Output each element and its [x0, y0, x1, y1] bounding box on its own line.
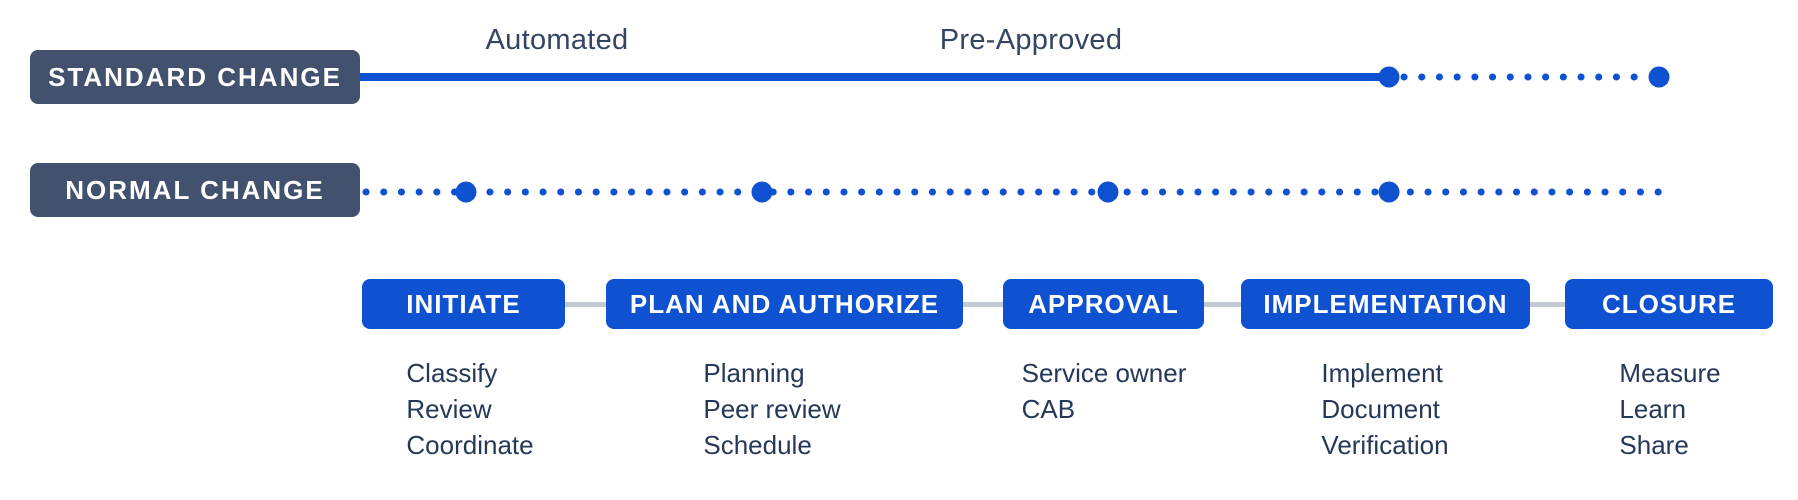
- stage-chip-approval: APPROVAL: [1003, 279, 1204, 329]
- stage-activities-plan-and-authorize: Planning Peer review Schedule: [602, 355, 942, 463]
- stage-activity: Share: [1619, 430, 1689, 460]
- stage-activity: Coordinate: [406, 430, 534, 460]
- standard-change-badge: STANDARD CHANGE: [30, 50, 360, 104]
- stage-activities-initiate: Classify Review Coordinate: [300, 355, 640, 463]
- milestone-dot: [455, 181, 477, 203]
- stage-activities-closure: Measure Learn Share: [1500, 355, 1798, 463]
- stage-chip-implementation: IMPLEMENTATION: [1241, 279, 1530, 329]
- stage-activity: Document: [1321, 394, 1440, 424]
- milestone-dot: [1378, 66, 1400, 88]
- normal-change-badge: NORMAL CHANGE: [30, 163, 360, 217]
- automated-label: Automated: [485, 24, 629, 56]
- standard-change-badge-label: STANDARD CHANGE: [48, 61, 342, 92]
- stage-activity: Schedule: [703, 430, 812, 460]
- stage-activities-approval: Service owner CAB: [934, 355, 1274, 427]
- stage-activity: Implement: [1321, 358, 1443, 388]
- pre-approved-label: Pre-Approved: [939, 24, 1123, 56]
- normal-change-track: [362, 181, 1668, 203]
- milestone-dot: [1097, 181, 1119, 203]
- stage-chip-closure: CLOSURE: [1565, 279, 1773, 329]
- stage-chip-plan-and-authorize: PLAN AND AUTHORIZE: [606, 279, 963, 329]
- stage-activity: Peer review: [703, 394, 841, 424]
- milestone-dot: [1378, 181, 1400, 203]
- stage-activity: Service owner: [1021, 358, 1187, 388]
- normal-change-badge-label: NORMAL CHANGE: [65, 174, 325, 205]
- standard-change-track: [360, 66, 1670, 88]
- stage-activity: Learn: [1619, 394, 1686, 424]
- milestone-dot: [1648, 66, 1670, 88]
- stage-activity: CAB: [1021, 394, 1076, 424]
- stage-activity: Verification: [1321, 430, 1449, 460]
- stage-activity: Measure: [1619, 358, 1721, 388]
- stage-activity: Planning: [703, 358, 805, 388]
- stage-activity: Classify: [406, 358, 498, 388]
- stage-activities-implementation: Implement Document Verification: [1215, 355, 1555, 463]
- stage-activity: Review: [406, 394, 492, 424]
- stage-chip-initiate: INITIATE: [362, 279, 565, 329]
- milestone-dot: [751, 181, 773, 203]
